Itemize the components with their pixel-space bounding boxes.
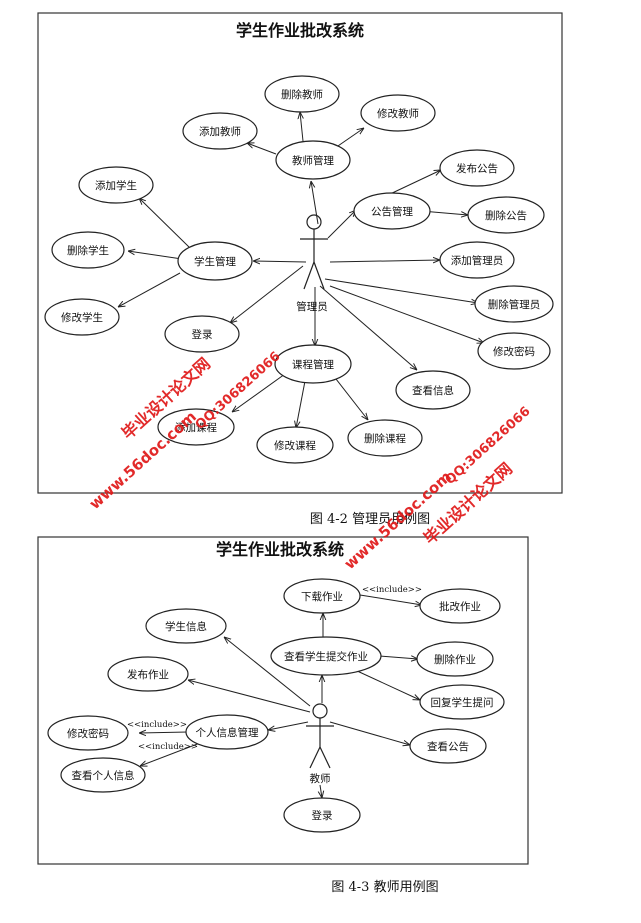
uc-login[interactable]: 登录 (283, 797, 361, 833)
uc-view-submitted-homework[interactable]: 查看学生提交作业 (270, 636, 382, 676)
uc-add-teacher[interactable]: 添加教师 (182, 112, 258, 150)
uc-modify-password[interactable]: 修改密码 (477, 332, 551, 370)
uc-label: 修改课程 (274, 439, 316, 452)
uc-label: 课程管理 (292, 358, 334, 371)
diagram2-edges (139, 594, 422, 798)
teacher-use-case-diagram: 学生作业批改系统 <<include>> <<include>> <<inclu… (37, 536, 529, 865)
uc-label: 查看公告 (427, 740, 469, 753)
uc-label: 公告管理 (371, 205, 413, 218)
uc-modify-course[interactable]: 修改课程 (256, 426, 334, 464)
uc-delete-course[interactable]: 删除课程 (347, 419, 423, 457)
admin-actor: 管理员 (296, 214, 328, 313)
uc-view-notice[interactable]: 查看公告 (409, 728, 487, 764)
diagram1-edges (118, 112, 484, 428)
uc-add-student[interactable]: 添加学生 (78, 166, 154, 204)
uc-label: 下载作业 (301, 591, 343, 603)
uc-label: 添加管理员 (451, 254, 504, 267)
uc-label: 添加学生 (95, 179, 137, 192)
uc-label: 添加教师 (199, 125, 241, 138)
figure-caption-4-3: 图 4-3 教师用例图 (331, 879, 438, 895)
uc-student-info[interactable]: 学生信息 (145, 608, 227, 644)
include-label: <<include>> (127, 720, 187, 730)
uc-label: 删除学生 (67, 244, 109, 257)
uc-label: 删除作业 (434, 653, 476, 666)
uc-label: 修改教师 (377, 107, 419, 120)
uc-label: 删除公告 (485, 209, 527, 222)
uc-label: 教师管理 (292, 154, 334, 167)
uc-label: 删除课程 (364, 432, 406, 445)
diagram1-title: 学生作业批改系统 (236, 21, 364, 40)
uc-personal-info-management[interactable]: 个人信息管理 (185, 714, 269, 750)
uc-reply-question[interactable]: 回复学生提问 (419, 684, 505, 720)
uc-delete-teacher[interactable]: 删除教师 (264, 75, 340, 113)
uc-delete-homework[interactable]: 删除作业 (416, 641, 494, 677)
uc-add-admin[interactable]: 添加管理员 (439, 241, 515, 279)
uc-login[interactable]: 登录 (164, 315, 240, 353)
uc-label: 修改学生 (61, 311, 103, 324)
uc-label: 登录 (192, 328, 213, 341)
uc-course-management[interactable]: 课程管理 (274, 344, 352, 384)
uc-delete-notice[interactable]: 删除公告 (467, 196, 545, 234)
uc-teacher-management[interactable]: 教师管理 (275, 140, 351, 180)
uc-label: 登录 (312, 809, 333, 822)
uc-view-personal-info[interactable]: 查看个人信息 (60, 757, 146, 793)
uc-modify-password[interactable]: 修改密码 (47, 715, 129, 751)
admin-actor-label: 管理员 (296, 300, 328, 313)
uc-label: 学生管理 (194, 255, 236, 268)
uc-label: 查看学生提交作业 (284, 650, 368, 663)
uc-student-management[interactable]: 学生管理 (177, 241, 253, 281)
diagram2-title: 学生作业批改系统 (216, 540, 344, 559)
uc-publish-notice[interactable]: 发布公告 (439, 149, 515, 187)
include-label: <<include>> (362, 585, 422, 595)
uc-label: 个人信息管理 (196, 726, 259, 739)
uc-grade-homework[interactable]: 批改作业 (419, 588, 501, 624)
uc-label: 批改作业 (439, 600, 481, 613)
uc-label: 回复学生提问 (431, 696, 494, 709)
teacher-actor-label: 教师 (310, 772, 331, 785)
uc-label: 删除管理员 (488, 298, 541, 311)
uc-label: 查看信息 (412, 384, 454, 397)
uc-modify-teacher[interactable]: 修改教师 (360, 94, 436, 132)
uc-label: 发布作业 (127, 668, 169, 681)
admin-use-case-diagram: 学生作业批改系统 (37, 12, 563, 494)
uc-modify-student[interactable]: 修改学生 (44, 298, 120, 336)
uc-label: 查看个人信息 (72, 769, 135, 782)
uc-view-info[interactable]: 查看信息 (395, 370, 471, 410)
uc-label: 修改密码 (67, 727, 109, 740)
uc-label: 添加课程 (175, 421, 217, 434)
uc-label: 修改密码 (493, 345, 535, 358)
teacher-actor: 教师 (306, 703, 334, 785)
figure-caption-4-2: 图 4-2 管理员用例图 (310, 512, 430, 527)
uc-publish-homework[interactable]: 发布作业 (107, 656, 189, 692)
uc-label: 删除教师 (281, 88, 323, 101)
uc-delete-student[interactable]: 删除学生 (51, 231, 125, 269)
include-label: <<include>> (138, 742, 198, 752)
uc-label: 发布公告 (456, 162, 498, 175)
uc-label: 学生信息 (165, 620, 207, 633)
uc-download-homework[interactable]: 下载作业 (283, 578, 361, 614)
uc-delete-admin[interactable]: 删除管理员 (474, 285, 554, 323)
uc-notice-management[interactable]: 公告管理 (353, 192, 431, 230)
uc-add-course[interactable]: 添加课程 (157, 408, 235, 446)
